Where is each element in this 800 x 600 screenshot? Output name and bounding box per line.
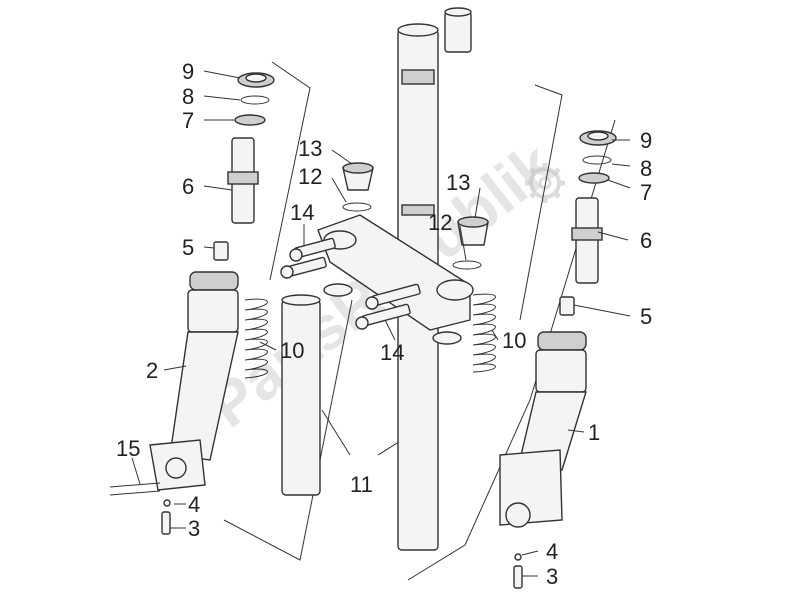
bolt-14b bbox=[280, 256, 327, 279]
bolt-14c bbox=[365, 283, 421, 310]
oring-8-right bbox=[582, 155, 612, 165]
callout-5-left: 5 bbox=[182, 235, 194, 260]
callout-14-bottom: 14 bbox=[380, 340, 404, 365]
screws-15 bbox=[109, 482, 161, 496]
spring-10-left bbox=[244, 298, 268, 379]
fork-tube-left bbox=[281, 294, 321, 496]
bush-5-left bbox=[213, 241, 229, 261]
screw-3-left bbox=[161, 511, 171, 535]
callout-10-right: 10 bbox=[502, 328, 526, 353]
callout-8-left: 8 bbox=[182, 84, 194, 109]
leader-lines bbox=[131, 70, 631, 577]
callout-11: 11 bbox=[350, 472, 373, 497]
fork-cap-9-left bbox=[237, 72, 275, 88]
callout-14-top: 14 bbox=[290, 200, 314, 225]
callout-4-right: 4 bbox=[546, 539, 558, 564]
callout-9-right: 9 bbox=[640, 128, 652, 153]
damper-rod-6-left bbox=[227, 137, 259, 224]
callout-4-left: 4 bbox=[188, 492, 200, 517]
circlip-12-left bbox=[342, 202, 372, 212]
callouts: 9 8 7 6 5 2 15 4 3 13 12 14 10 14 11 13 … bbox=[116, 59, 652, 589]
callout-8-right: 8 bbox=[640, 156, 652, 181]
callout-12-left: 12 bbox=[298, 164, 322, 189]
bush-5-right bbox=[559, 296, 575, 316]
callout-9-left: 9 bbox=[182, 59, 194, 84]
frame-lines bbox=[223, 61, 616, 581]
callout-13-right: 13 bbox=[446, 170, 470, 195]
oring-8-left bbox=[240, 95, 270, 105]
washer-4-left bbox=[163, 499, 171, 507]
bushing-13-right bbox=[457, 216, 489, 246]
callout-3-left: 3 bbox=[188, 516, 200, 541]
callout-12-right: 12 bbox=[428, 210, 452, 235]
steering-stem-top bbox=[444, 7, 472, 53]
washer-4-right bbox=[514, 553, 522, 561]
callout-1: 1 bbox=[588, 420, 600, 445]
callout-6-left: 6 bbox=[182, 174, 194, 199]
spacer-ring-left bbox=[323, 283, 353, 297]
callout-7-right: 7 bbox=[640, 180, 652, 205]
callout-15: 15 bbox=[116, 436, 140, 461]
callout-3-right: 3 bbox=[546, 564, 558, 589]
fork-slider-2-left bbox=[149, 271, 239, 491]
callout-2: 2 bbox=[146, 358, 158, 383]
bushing-13-left bbox=[342, 162, 374, 191]
callout-6-right: 6 bbox=[640, 228, 652, 253]
callout-7-left: 7 bbox=[182, 108, 194, 133]
bolt-14a bbox=[289, 237, 336, 262]
callout-10-left: 10 bbox=[280, 338, 304, 363]
fork-slider-1-right bbox=[499, 331, 587, 528]
spacer-ring-right bbox=[432, 331, 462, 345]
seal-7-left bbox=[234, 114, 266, 126]
screw-3-right bbox=[513, 565, 523, 589]
fork-cap-9-right bbox=[579, 130, 617, 146]
damper-rod-6-right bbox=[571, 197, 603, 284]
circlip-12-right bbox=[452, 260, 482, 270]
bolt-14d bbox=[355, 303, 411, 330]
callout-5-right: 5 bbox=[640, 304, 652, 329]
spring-10-right bbox=[472, 293, 496, 373]
callout-13-left: 13 bbox=[298, 136, 322, 161]
seal-7-right bbox=[578, 172, 610, 184]
